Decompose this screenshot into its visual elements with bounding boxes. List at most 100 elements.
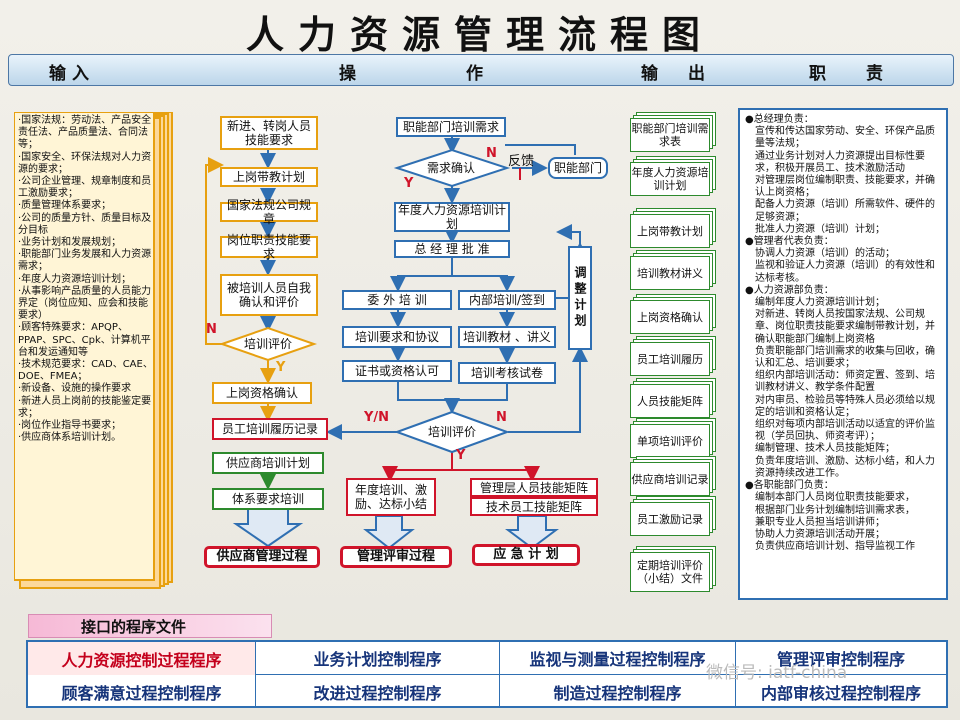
input-item: ·国家安全、环保法规对人力资源的要求； [18, 151, 152, 175]
duty-item: 组织内部培训活动：师资定置、签到、培训教材讲义、教学条件配置 [755, 370, 935, 394]
mgmt-skill-matrix: 管理层人员技能矩阵 [470, 478, 598, 497]
input-item: ·技术规范要求：CAD、CAE、DOE、FMEA； [18, 359, 153, 383]
output-doc-9: 供应商培训记录 [630, 456, 716, 496]
procedure-business-plan[interactable]: 业务计划控制程序 [256, 642, 500, 675]
input-item: ·岗位作业指导书要求； [18, 420, 122, 432]
label-y-left: Y [276, 360, 286, 375]
training-materials: 培训教材 、讲义 [458, 326, 556, 348]
onboard-training-plan: 上岗带教计划 [220, 167, 318, 187]
output-doc-1: 职能部门培训需求表 [630, 112, 716, 152]
procedure-monitoring[interactable]: 监视与测量过程控制程序 [500, 642, 736, 675]
duty-item: 编制本部门人员岗位职责技能要求， [755, 492, 915, 504]
stacked-pages-icon [14, 112, 173, 589]
input-list: ·国家法规：劳动法、产品安全责任法、产品质量法、合同法等；·国家安全、环保法规对… [18, 115, 154, 444]
duty-item: 兼职专业人员担当培训讲师； [755, 516, 885, 528]
output-doc-6: 员工培训履历 [630, 336, 716, 376]
external-training: 委 外 培 训 [342, 290, 452, 310]
output-doc-3: 上岗带教计划 [630, 208, 716, 248]
duty-item: 对新进、转岗人员按国家法规、公司规章、岗位职责技能要求编制带教计划，并确认职能部… [755, 309, 935, 345]
internal-training: 内部培训/签到 [458, 290, 556, 310]
interface-label: 接口的程序文件 [28, 614, 272, 638]
duty-item: 负责职能部门培训需求的收集与回收，确认和汇总、培训要求； [755, 345, 935, 370]
duty-item: 协调人力资源（培训）的活动； [755, 248, 895, 260]
header-input: 输入 [49, 64, 95, 84]
tech-skill-matrix: 技术员工技能矩阵 [470, 497, 598, 516]
header-duty: 职责 [809, 64, 923, 84]
duty-heading: ●管理者代表负责： [745, 236, 834, 248]
dept-training-need: 职能部门培训需求 [396, 117, 506, 137]
procedure-customer-satisfaction[interactable]: 顾客满意过程控制程序 [28, 675, 256, 708]
label-n-left: N [206, 322, 217, 337]
input-item: ·从事影响产品质量的人员能力界定（岗位应知、应会和技能要求） [18, 285, 152, 322]
wechat-watermark: 微信号: iatf-china [706, 663, 848, 683]
procedure-internal-audit[interactable]: 内部审核过程控制程序 [760, 683, 921, 703]
training-record: 员工培训履历记录 [212, 418, 328, 440]
procedure-hr[interactable]: 人力资源控制过程程序 [28, 642, 256, 675]
system-requirement-training: 体系要求培训 [212, 488, 324, 510]
regulations-box: 国家法规公司规章 [220, 198, 318, 226]
annual-summary: 年度培训、激励、达标小结 [346, 478, 436, 516]
header-output: 输出 [641, 64, 735, 84]
gm-approval: 总 经 理 批 准 [394, 240, 510, 258]
page-title: 人力资源管理流程图 [245, 12, 714, 57]
self-evaluation-box: 被培训人员自我确认和评价 [220, 274, 318, 316]
duty-heading: ●总经理负责： [745, 114, 814, 125]
duty-item: 负责供应商培训计划、指导监视工作 [755, 541, 915, 553]
input-item: ·新进人员上岗前的技能鉴定要求； [18, 395, 152, 419]
output-doc-2: 年度人力资源培训计划 [630, 156, 716, 196]
need-confirm-label: 需求确认 [426, 161, 475, 175]
column-header-bar: 输入 操作 输出 职责 [8, 54, 954, 86]
label-y-mid: Y [456, 448, 466, 463]
label-n-mid: N [496, 410, 507, 425]
input-item: ·职能部门业务发展和人力资源需求； [18, 249, 152, 273]
certificate-box: 证书或资格认可 [342, 360, 452, 382]
supplier-process: 供应商管理过程 [204, 546, 320, 568]
functional-dept: 职能部门 [548, 157, 608, 179]
duty-item: 根据部门业务计划编制培训需求表， [755, 504, 915, 516]
procedure-table: 人力资源控制过程程序 业务计划控制程序 监视与测量过程控制程序 管理评审控制程序… [26, 640, 948, 708]
job-skill-requirement: 岗位职责技能要求 [220, 233, 318, 261]
input-item: ·公司的质量方针、质量目标及分目标 [18, 212, 152, 236]
duty-item: 监视和验证人力资源（培训）的有效性和达标考核。 [755, 260, 935, 284]
training-contract: 培训要求和协议 [342, 326, 452, 348]
header-operation: 操作 [339, 64, 593, 84]
label-y-top: Y [404, 176, 414, 191]
train-eval-mid-label: 培训评价 [427, 425, 476, 439]
input-item: ·新设备、设施的操作要求 [18, 383, 132, 395]
adjust-plan: 调整计划 [568, 246, 592, 350]
output-doc-7: 人员技能矩阵 [630, 378, 716, 418]
duty-item: 通过业务计划对人力资源提出目标性要求，积极开展员工、技术激励活动 [755, 150, 925, 174]
qualification-confirm: 上岗资格确认 [212, 382, 312, 404]
duties-panel: ●总经理负责： 宣传和传达国家劳动、安全、环保产品质量等法规； 通过业务计划对人… [738, 108, 948, 600]
duties-list: ●总经理负责： 宣传和传达国家劳动、安全、环保产品质量等法规； 通过业务计划对人… [745, 114, 943, 553]
duty-item: 对内审员、检验员等特殊人员必须给以规定的培训和资格认定； [755, 394, 935, 418]
duty-item: 对管理层岗位编制职责、技能要求，并确认上岗资格； [755, 175, 935, 199]
review-process: 管理评审过程 [340, 546, 452, 568]
input-item: ·质量管理体系要求； [18, 200, 112, 212]
procedure-manufacturing[interactable]: 制造过程控制程序 [500, 675, 736, 708]
duty-item: 组织对每项内部培训活动以适宜的评价监视（学员回执、师资考评）； [755, 419, 935, 443]
input-item: ·业务计划和发展规划； [18, 237, 122, 249]
input-item: ·顾客特殊要求：APQP、PPAP、SPC、Cpk、计算机平台和发运通知等 [18, 322, 151, 358]
new-staff-requirement: 新进、转岗人员技能要求 [220, 116, 318, 150]
label-feedback: 反馈 [508, 154, 535, 169]
procedure-improvement[interactable]: 改进过程控制程序 [256, 675, 500, 708]
duty-item: 编制年度人力资源培训计划； [755, 297, 885, 309]
duty-item: 配备人力资源（培训）所需软件、硬件的足够资源； [755, 199, 935, 223]
procedure-mgmt-review[interactable]: 管理评审控制程序 [736, 642, 946, 675]
supplier-training-plan: 供应商培训计划 [212, 452, 324, 474]
output-doc-8: 单项培训评价 [630, 418, 716, 458]
exam-paper: 培训考核试卷 [458, 362, 556, 384]
duty-heading: ●人力资源部负责： [745, 284, 834, 296]
duty-heading: ●各职能部门负责： [745, 480, 834, 492]
output-doc-10: 员工激励记录 [630, 496, 716, 536]
train-eval-left-label: 培训评价 [243, 337, 292, 351]
output-doc-5: 上岗资格确认 [630, 294, 716, 334]
duty-item: 编制管理、技术人员技能矩阵； [755, 443, 895, 455]
output-doc-11: 定期培训评价（小结）文件 [630, 546, 716, 592]
label-yn: Y/N [364, 410, 390, 425]
emergency-plan: 应 急 计 划 [472, 544, 580, 566]
label-n-top: N [486, 146, 497, 161]
output-doc-4: 培训教材讲义 [630, 250, 716, 290]
